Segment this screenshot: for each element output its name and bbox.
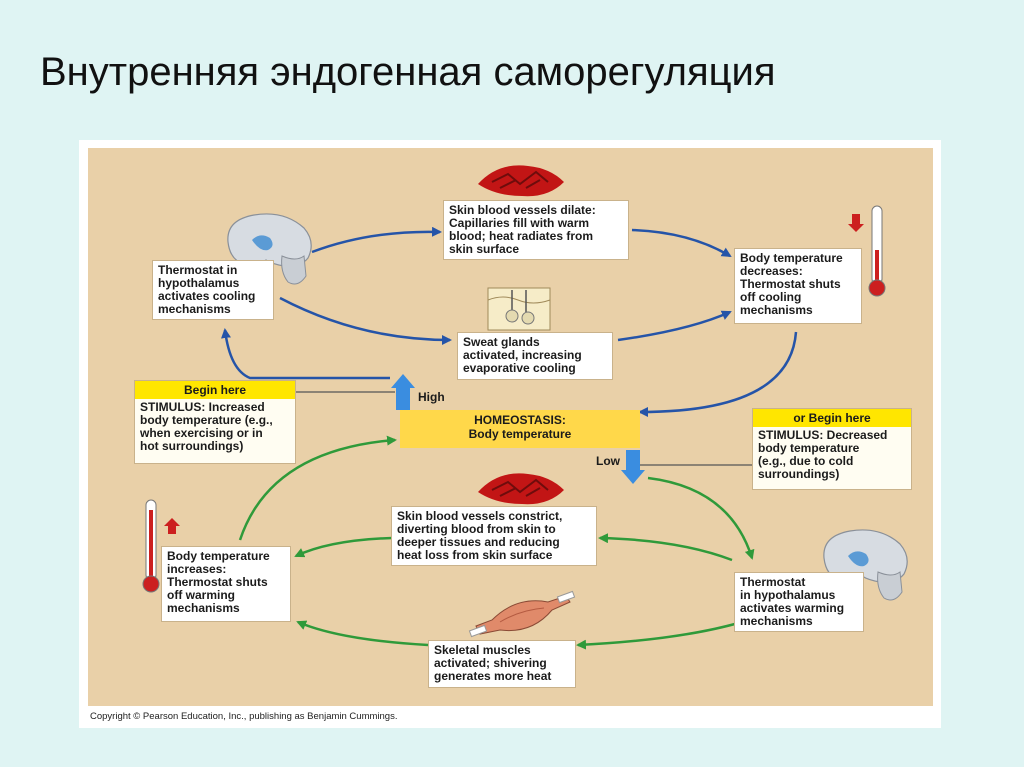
stimulus-increased-text: STIMULUS: Increased body temperature (e.…	[140, 400, 273, 453]
arrow-thermostat-to-sweat	[279, 296, 452, 345]
high-label: High	[418, 390, 445, 404]
low-arrow-icon	[621, 450, 645, 484]
arrow-result-to-homeostasis	[238, 435, 397, 541]
arrow-thermostat-to-muscles	[576, 620, 743, 650]
arrow-sweat-to-result	[617, 310, 732, 342]
or-begin-here-label: or Begin here	[753, 409, 911, 427]
homeostasis-sub: Body temperature	[468, 427, 572, 441]
stimulus-decreased-text: STIMULUS: Decreased body temperature (e.…	[758, 428, 888, 481]
homeostasis-label: HOMEOSTASIS:	[474, 413, 566, 427]
warming-arrows	[238, 435, 755, 650]
blood-vessels-icon-bottom	[478, 473, 564, 505]
slide-title: Внутренняя эндогенная саморегуляция	[40, 50, 776, 94]
down-arrow-icon	[848, 214, 864, 232]
brain-icon-bottom	[823, 529, 908, 601]
stimulus-increased-box: Begin here STIMULUS: Increased body temp…	[134, 380, 296, 464]
sweat-glands-box: Sweat glands activated, increasing evapo…	[457, 332, 613, 380]
arrow-result-to-homeostasis	[638, 331, 798, 417]
arrow-low-to-thermostat	[647, 476, 755, 560]
muscle-icon	[468, 590, 576, 638]
arrow-muscles-to-result	[296, 620, 429, 647]
stimulus-decreased-box: or Begin here STIMULUS: Decreased body t…	[752, 408, 912, 490]
temp-increases-box: Body temperature increases: Thermostat s…	[161, 546, 291, 622]
arrow-vessels-to-result	[294, 536, 393, 558]
begin-here-label: Begin here	[135, 381, 295, 399]
arrow-vessels-to-result	[631, 228, 732, 258]
thermostat-warming-box: Thermostat in hypothalamus activates war…	[734, 572, 864, 632]
low-label: Low	[596, 454, 620, 468]
temp-decreases-box: Body temperature decreases: Thermostat s…	[734, 248, 862, 324]
vessels-constrict-box: Skin blood vessels constrict, diverting …	[391, 506, 597, 566]
thermometer-icon-bottom	[142, 499, 160, 593]
skeletal-muscles-box: Skeletal muscles activated; shivering ge…	[428, 640, 576, 688]
copyright-text: Copyright © Pearson Education, Inc., pub…	[90, 711, 398, 722]
arrow-thermostat-to-vessels	[598, 533, 733, 562]
arrow-thermostat-to-vessels	[311, 226, 442, 254]
sweat-gland-icon	[487, 287, 551, 331]
homeostasis-box: HOMEOSTASIS: Body temperature	[400, 410, 640, 448]
cooling-arrows	[221, 226, 798, 417]
arrow-stimulus-to-thermostat	[221, 328, 390, 380]
high-arrow-icon	[391, 374, 415, 410]
blood-vessels-icon-top	[478, 165, 564, 197]
vessels-dilate-box: Skin blood vessels dilate: Capillaries f…	[443, 200, 629, 260]
thermostat-cooling-box: Thermostat in hypothalamus activates coo…	[152, 260, 274, 320]
thermometer-icon-top	[868, 205, 886, 297]
up-arrow-icon	[164, 518, 180, 534]
